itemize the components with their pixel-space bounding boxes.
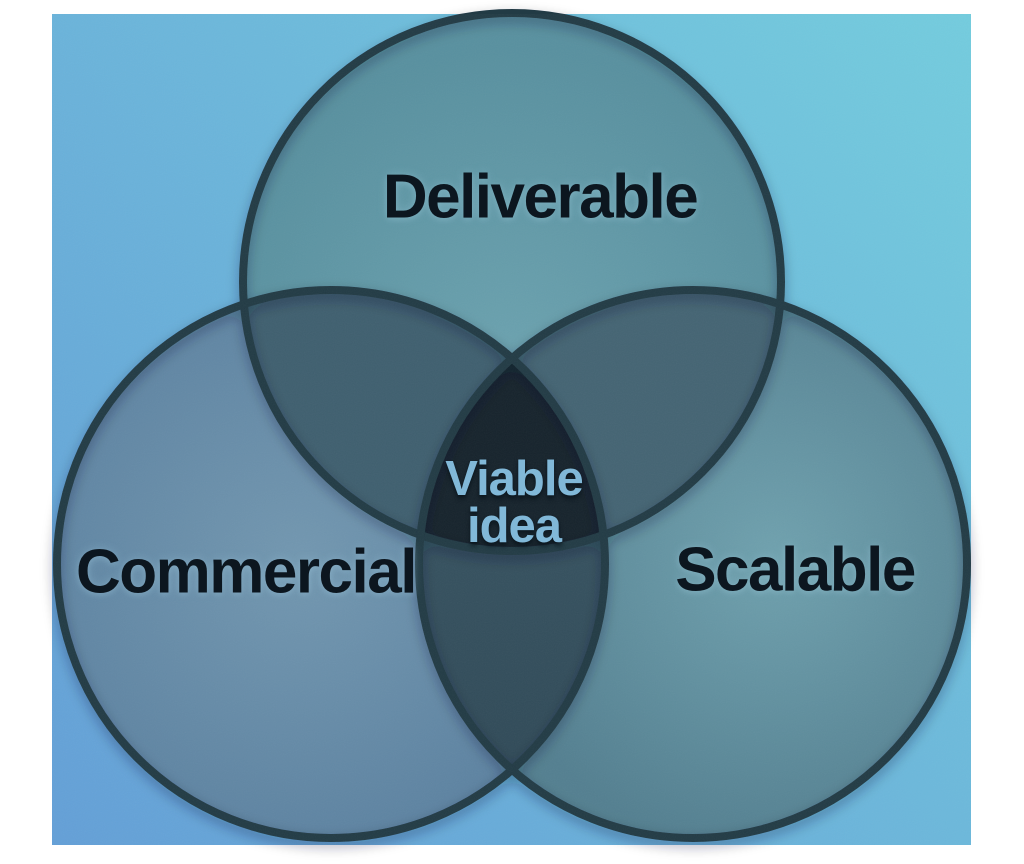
noise-texture-overlay [52,14,971,845]
label-viable-idea-line2: idea [466,499,562,553]
label-deliverable: Deliverable [382,162,699,232]
label-commercial: Commercial [76,537,417,607]
label-viable-idea: Viable idea [445,452,583,553]
label-viable-idea-line1: Viable [445,452,583,506]
label-scalable: Scalable [675,535,916,605]
